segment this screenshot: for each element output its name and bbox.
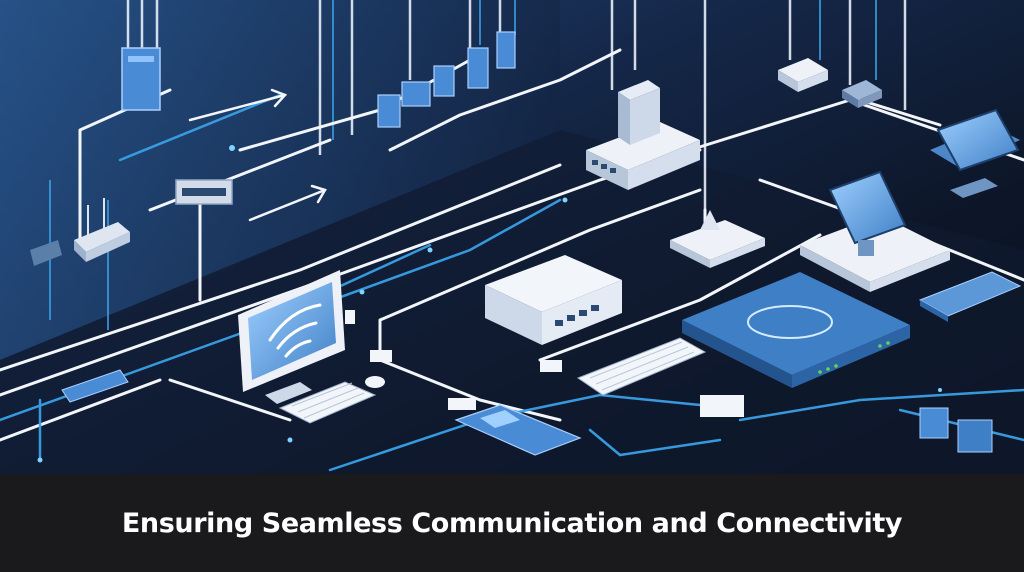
blue-cables: [0, 93, 1024, 472]
cable-connectors: [345, 310, 744, 417]
keyboard-icon: [278, 381, 377, 424]
keyboard-icon-right: [918, 271, 1022, 322]
server-appliance-icon: [682, 272, 910, 388]
monitor-icon-desk: [800, 170, 950, 292]
caption-text: Ensuring Seamless Communication and Conn…: [121, 507, 903, 539]
small-switch-icon: [30, 179, 233, 266]
keyboard-icon-center: [576, 337, 707, 396]
monitor-wifi-icon: [238, 270, 345, 404]
switch-icon: [586, 80, 700, 190]
wall-box-icon: [121, 47, 161, 111]
wall-modules-icon: [377, 31, 516, 128]
modem-icon: [778, 58, 882, 108]
caption-bar: Ensuring Seamless Communication and Conn…: [0, 474, 1024, 572]
arrow-icons: [188, 88, 327, 222]
glow-dots: [37, 145, 942, 463]
router-icon: [74, 198, 130, 262]
network-illustration: [0, 0, 1024, 474]
tablet-icon: [454, 404, 582, 456]
network-hub-icon: [485, 255, 622, 345]
small-module-icon-left: [61, 369, 129, 403]
mouse-icon: [365, 376, 385, 388]
monitor-icon: [930, 108, 1020, 198]
access-point-icon: [670, 210, 765, 268]
panel-icons-right: [919, 407, 993, 453]
